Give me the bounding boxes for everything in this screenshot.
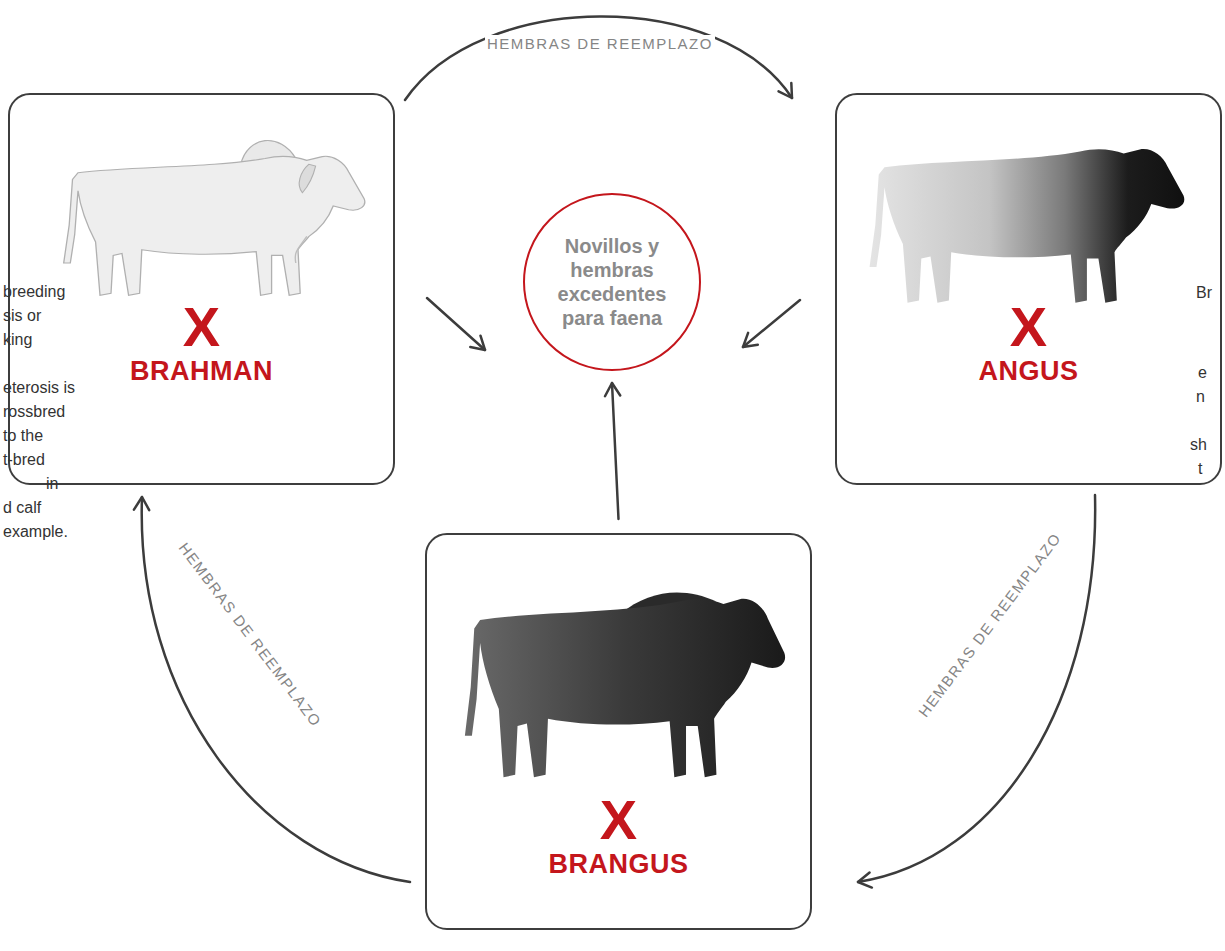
page-text-fragment: in bbox=[46, 475, 58, 493]
page-text-fragment: to the bbox=[3, 427, 43, 445]
arrow-line bbox=[405, 16, 792, 100]
page-text-fragment: rossbred bbox=[3, 403, 65, 421]
page-text-fragment: king bbox=[3, 331, 32, 349]
page-text-fragment: sh bbox=[1190, 436, 1207, 454]
breed-box: XBRAHMAN bbox=[8, 93, 395, 485]
output-circle: Novillos y hembras excedentes para faena bbox=[523, 193, 701, 371]
page-text-fragment: n bbox=[1196, 388, 1205, 406]
arrow-head bbox=[858, 872, 872, 887]
edge-label: HEMBRAS DE REEMPLAZO bbox=[914, 528, 1067, 722]
arrow-line bbox=[427, 298, 485, 350]
arrow-head bbox=[134, 497, 149, 510]
cross-symbol: X bbox=[600, 792, 637, 848]
flow-arrow bbox=[743, 300, 800, 347]
output-text: Novillos y hembras excedentes para faena bbox=[547, 234, 677, 330]
arrow-line bbox=[858, 495, 1095, 882]
arrow-head bbox=[605, 383, 620, 396]
flow-arrow bbox=[405, 16, 792, 100]
edge-label: HEMBRAS DE REEMPLAZO bbox=[174, 538, 327, 732]
page-text-fragment: breeding bbox=[3, 283, 65, 301]
arrow-line bbox=[612, 383, 619, 519]
arrow-head bbox=[743, 333, 758, 347]
cross-symbol: X bbox=[183, 299, 220, 355]
breed-box: XBRANGUS bbox=[425, 533, 812, 930]
flow-arrow bbox=[134, 497, 410, 882]
edge-label: HEMBRAS DE REEMPLAZO bbox=[485, 35, 715, 53]
page-text-fragment: Br bbox=[1196, 284, 1212, 302]
arrow-head bbox=[470, 336, 485, 350]
breed-name: BRAHMAN bbox=[130, 355, 273, 387]
page-text-fragment: t bbox=[1198, 460, 1202, 478]
page-text-fragment: e bbox=[1198, 364, 1207, 382]
arrow-line bbox=[743, 300, 800, 347]
flow-arrow bbox=[427, 298, 485, 350]
arrow-head bbox=[779, 83, 792, 98]
breed-name: BRANGUS bbox=[548, 848, 688, 880]
brahman-cow bbox=[64, 141, 365, 296]
page-text-fragment: sis or bbox=[3, 307, 41, 325]
arrow-line bbox=[142, 497, 410, 882]
breed-box: XANGUS bbox=[835, 93, 1222, 485]
angus-cow bbox=[870, 149, 1185, 303]
brangus-bull bbox=[465, 593, 785, 778]
page-text-fragment: eterosis is bbox=[3, 379, 75, 397]
flow-arrow bbox=[858, 495, 1095, 888]
page-text-fragment: example. bbox=[3, 523, 68, 541]
page-text-fragment: t-bred bbox=[3, 451, 45, 469]
flow-arrow bbox=[605, 383, 620, 519]
page-text-fragment: d calf bbox=[3, 499, 41, 517]
cross-symbol: X bbox=[1010, 299, 1047, 355]
breed-name: ANGUS bbox=[978, 355, 1078, 387]
